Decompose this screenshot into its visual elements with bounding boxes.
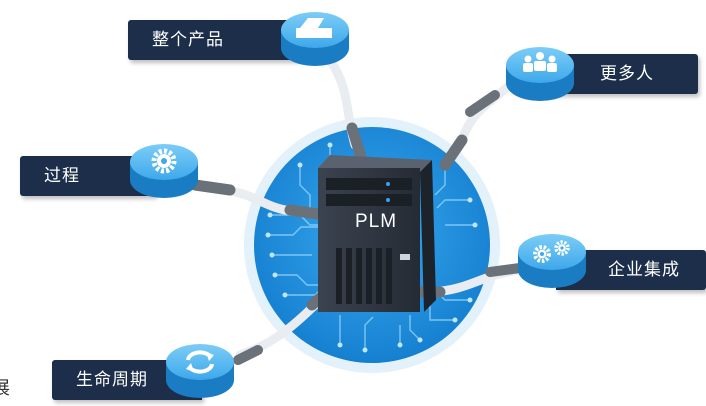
label-enterprise-integration-text: 企业集成: [608, 260, 680, 279]
circuit-nodes: [265, 142, 478, 353]
node-more-people: [506, 47, 574, 101]
document-tray-icon: [296, 18, 332, 38]
label-whole-product: 整个产品: [128, 20, 298, 60]
node-lifecycle: [166, 344, 234, 398]
label-lifecycle-text: 生命周期: [76, 370, 148, 389]
node-whole-product: [281, 12, 349, 66]
server-label: PLM: [355, 211, 398, 232]
label-whole-product-text: 整个产品: [152, 30, 224, 49]
people-group-icon: [523, 52, 557, 72]
node-enterprise-integration: [518, 234, 586, 288]
node-process: [130, 144, 198, 198]
label-more-people-text: 更多人: [600, 64, 654, 83]
footnote-text: 展: [0, 378, 10, 398]
label-process-text: 过程: [44, 166, 80, 185]
server-icon: [318, 155, 436, 312]
gears-icon: [533, 240, 570, 263]
gear-icon: [151, 148, 177, 174]
